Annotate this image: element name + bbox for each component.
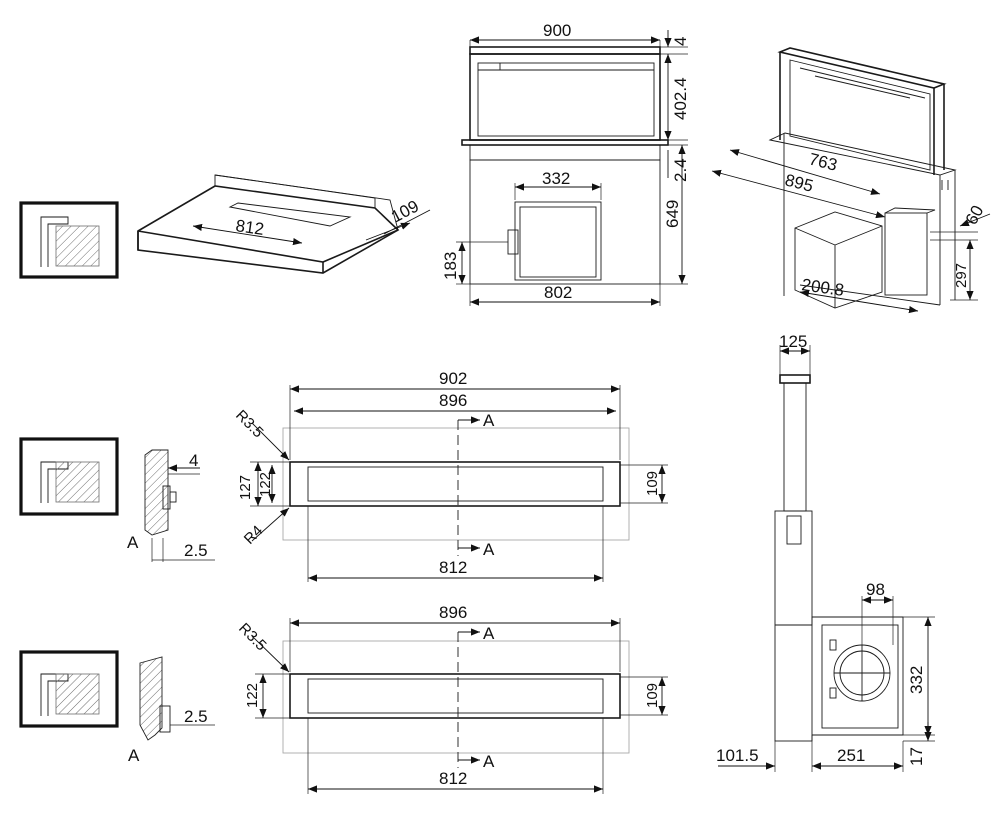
label-bottom-section: A: [128, 746, 140, 765]
label-middle-section: A: [127, 533, 139, 552]
dim-middle-right-depth: 109: [644, 471, 661, 496]
front-view: 900 4 402.4 2.4 649 332 183 802: [441, 21, 690, 306]
dim-middle-section-bottom: 2.5: [184, 541, 208, 560]
install-icon-bottom: [19, 650, 119, 728]
label-bottom-radius: R3.5: [235, 620, 269, 654]
dim-worktop-cutout-width: 812: [234, 216, 265, 239]
label-middle-cut-bottom: A: [483, 540, 495, 559]
dim-front-body-width: 802: [544, 283, 572, 302]
side-view: 125 98 332 101.5 251 17: [716, 332, 935, 772]
dim-persp-motor: 200.8: [800, 275, 845, 300]
dim-bottom-left-depth: 122: [244, 683, 261, 708]
section-middle: 4 A 2.5: [127, 449, 215, 562]
cutout-middle: A A 902 896 R3.5 R4 127 122 109 812: [232, 369, 668, 582]
worktop-view: 812 109: [137, 174, 431, 274]
dim-front-raised-height: 402.4: [671, 77, 690, 120]
dim-middle-inner-depth: 122: [257, 472, 274, 497]
dim-worktop-cutout-depth: 109: [388, 196, 422, 226]
dim-bottom-right-depth: 109: [644, 683, 661, 708]
dim-front-motor-width: 332: [542, 169, 570, 188]
dim-middle-flush-width: 896: [439, 391, 467, 410]
label-middle-radius-top: R3.5: [232, 407, 266, 441]
dim-middle-section-top: 4: [189, 451, 198, 470]
dim-front-worktop: 2.4: [671, 158, 690, 182]
dim-middle-overall: 902: [439, 369, 467, 388]
dim-side-motor-depth: 251: [837, 746, 865, 765]
perspective-view: 763 895 60 297 200.8: [711, 47, 991, 314]
section-bottom: A 2.5: [128, 656, 215, 765]
cutout-bottom: A A 896 R3.5 122 109 812: [235, 603, 668, 794]
dim-side-motor-height: 332: [907, 666, 926, 694]
dim-persp-outer-width: 895: [783, 170, 815, 195]
dim-front-width: 900: [543, 21, 571, 40]
dim-side-top-width: 125: [779, 332, 807, 351]
dim-middle-outer-depth: 127: [237, 475, 254, 500]
install-icon-top: [19, 201, 119, 279]
dim-front-top: 4: [671, 37, 690, 46]
dim-side-bottom: 17: [907, 747, 926, 766]
label-middle-cut-top: A: [483, 411, 495, 430]
install-icon-middle: [19, 437, 119, 516]
dim-side-fan: 98: [866, 580, 885, 599]
label-bottom-cut-top: A: [483, 624, 495, 643]
dim-front-body-height: 649: [663, 200, 682, 228]
dim-bottom-inner-width: 812: [439, 769, 467, 788]
label-middle-radius-bottom: R4: [241, 522, 267, 548]
dim-middle-inner-width: 812: [439, 558, 467, 577]
dim-side-offset: 101.5: [716, 746, 759, 765]
label-bottom-cut-bottom: A: [483, 752, 495, 771]
dim-bottom-section-bottom: 2.5: [184, 707, 208, 726]
dim-bottom-width: 896: [439, 603, 467, 622]
dim-persp-height: 297: [953, 263, 970, 288]
dim-front-motor-offset: 183: [441, 252, 460, 280]
